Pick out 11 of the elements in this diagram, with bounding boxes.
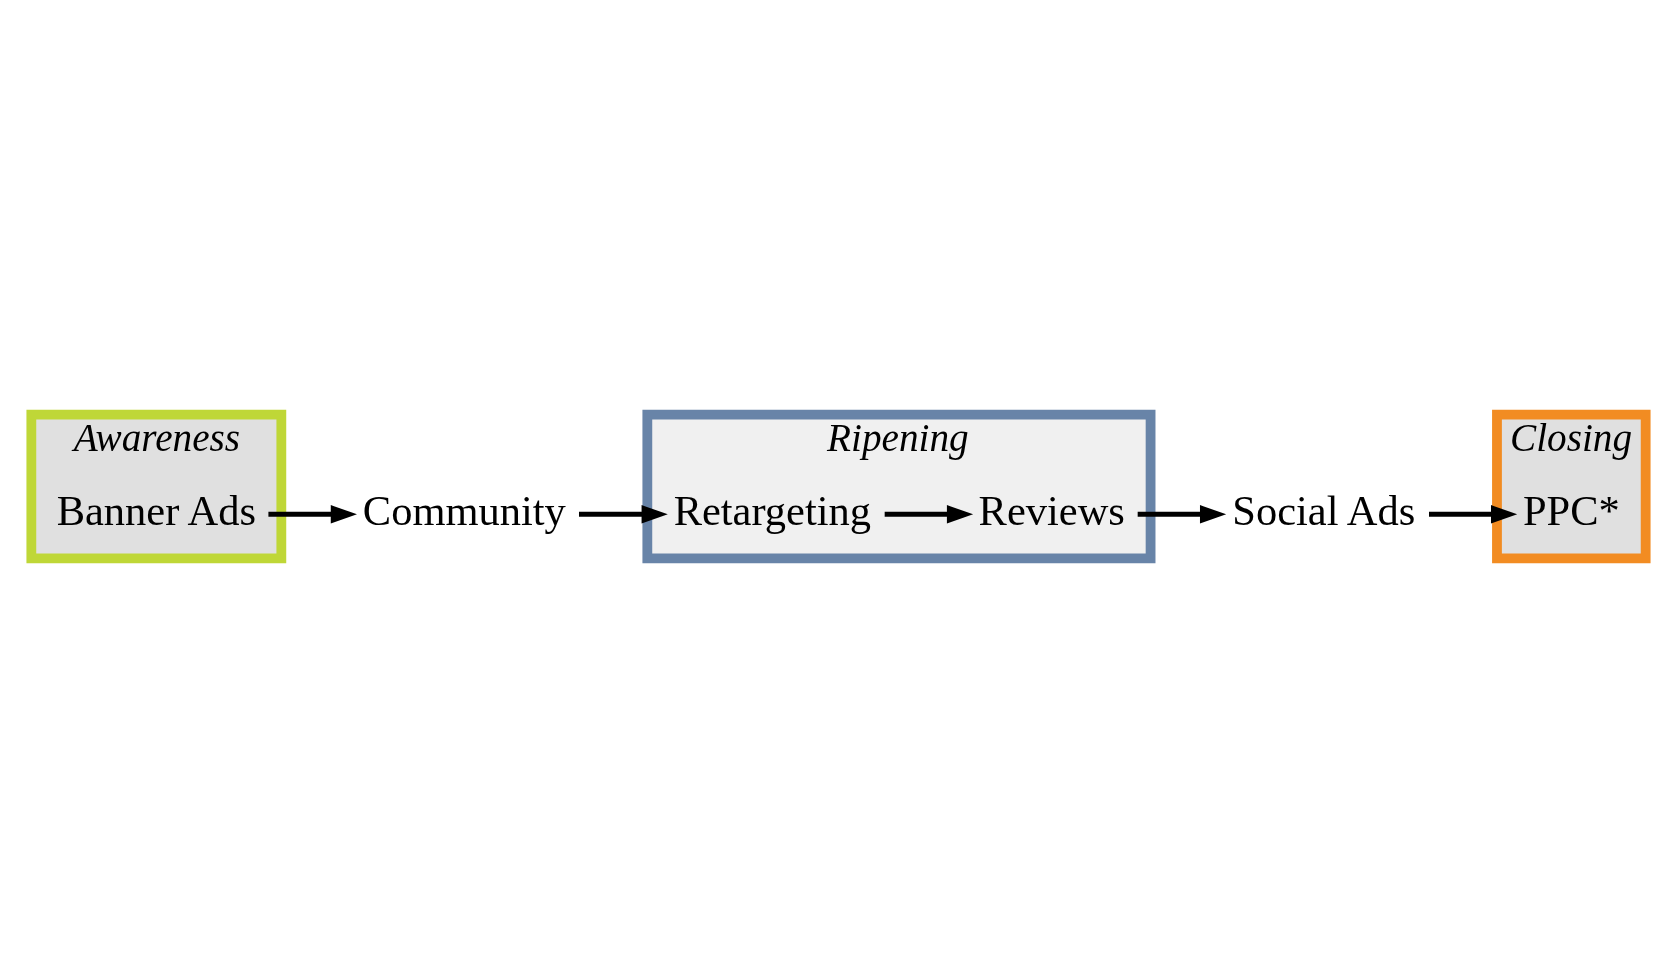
node-text: Banner Ads bbox=[56, 486, 257, 534]
node-text: PPC* bbox=[1522, 486, 1620, 534]
arrow bbox=[884, 505, 974, 524]
arrow bbox=[268, 505, 357, 524]
node-text: Social Ads bbox=[1232, 486, 1416, 534]
node-text: Reviews bbox=[978, 486, 1125, 534]
arrow bbox=[579, 505, 668, 524]
arrow bbox=[1429, 505, 1518, 524]
node-text: Community bbox=[362, 486, 566, 534]
node-text: Retargeting bbox=[673, 486, 872, 534]
arrow bbox=[1137, 505, 1227, 524]
